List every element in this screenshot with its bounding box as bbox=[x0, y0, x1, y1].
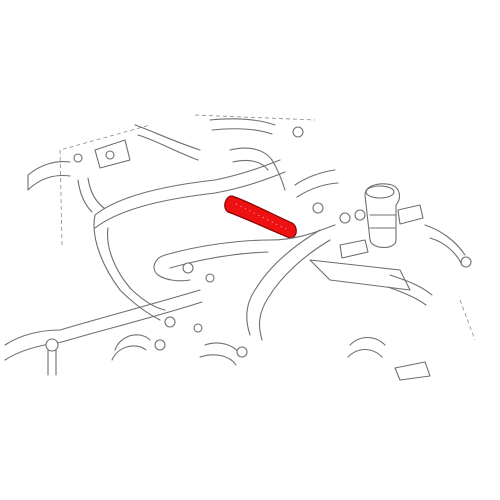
top-right-hose-a bbox=[209, 118, 276, 135]
bracket-bolt bbox=[105, 150, 115, 160]
short-hose-right bbox=[294, 169, 339, 198]
clamp-mid-c bbox=[164, 316, 176, 328]
right-fitting-b bbox=[339, 239, 369, 259]
middle-long-hose-a bbox=[164, 224, 336, 256]
right-long-hose-a bbox=[424, 224, 466, 266]
middle-long-hose-b bbox=[169, 251, 269, 269]
bottom-loop-hose bbox=[111, 334, 151, 361]
clamp-mid-a bbox=[182, 262, 194, 274]
top-curved-hose-a bbox=[134, 124, 201, 161]
clamp-right-c bbox=[354, 209, 366, 221]
bottom-hose-right bbox=[199, 342, 241, 366]
bottom-right-hose bbox=[347, 336, 386, 358]
clamp-mid-b bbox=[205, 273, 215, 283]
clamp-far-right bbox=[460, 256, 472, 268]
clamp-left-bottom bbox=[45, 338, 59, 352]
highlighted-hose-body[interactable] bbox=[224, 195, 297, 239]
thermostat-housing bbox=[364, 183, 401, 249]
middle-curve-left bbox=[153, 254, 191, 282]
top-left-elbow bbox=[27, 161, 71, 191]
clamp-right-a bbox=[312, 202, 324, 214]
boundary-line-top bbox=[194, 114, 316, 121]
boundary-line-left bbox=[59, 124, 151, 246]
clamp-top bbox=[292, 126, 304, 138]
clamp-top-left bbox=[73, 153, 83, 163]
boundary-line-right bbox=[459, 299, 476, 341]
upper-hose-inner bbox=[94, 171, 286, 229]
left-vertical-hose-b bbox=[107, 227, 166, 311]
left-hose-down bbox=[77, 177, 105, 213]
left-vertical-hose-a bbox=[93, 214, 161, 321]
lower-right-bracket bbox=[309, 259, 411, 291]
down-curve-hose-b bbox=[258, 239, 331, 341]
lower-right-hose bbox=[387, 274, 433, 306]
highlighted-coolant-hose[interactable] bbox=[224, 195, 297, 239]
clamp-mid-d bbox=[193, 323, 203, 333]
down-curve-hose-a bbox=[246, 229, 321, 336]
center-elbow-a bbox=[229, 147, 286, 191]
left-drop-pipe bbox=[47, 349, 57, 376]
upper-hose-outer bbox=[94, 159, 281, 216]
clamp-bottom-a bbox=[154, 339, 166, 351]
center-elbow-b bbox=[232, 159, 269, 171]
right-fitting-a bbox=[397, 204, 424, 225]
clamp-bottom-b bbox=[236, 346, 248, 358]
bottom-right-bracket bbox=[394, 361, 431, 381]
lower-horizontal-hose-a bbox=[59, 289, 203, 343]
clamp-right-b bbox=[339, 212, 351, 224]
